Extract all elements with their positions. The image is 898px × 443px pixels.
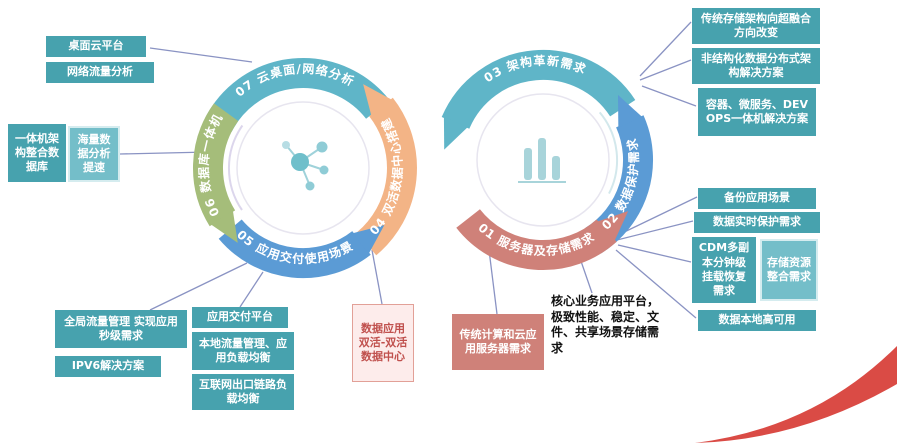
connector-line [239,271,264,308]
connector-line [615,196,698,237]
label-global-traffic: 全局流量管理 实现应用秒级需求 [55,310,187,348]
label-allinone-arch: 一体机架构整合数据库 [8,124,66,182]
connector-lines [119,21,698,319]
left-hub-circle [228,101,370,235]
arc-07 [205,58,390,151]
connector-line [615,249,697,319]
label-dual-active-dc: 数据应用双活-双活数据中心 [352,304,414,382]
bar-chart-icon [518,138,566,183]
label-ipv6: IPV6解决方案 [55,356,161,377]
label-storage-consolidation: 存储资源整合需求 [760,239,818,301]
connector-line [639,21,692,77]
connector-line [639,59,692,81]
label-traditional-compute: 传统计算和云应用服务器需求 [452,314,544,370]
connector-line [617,244,692,263]
label-internet-outlet: 互联网出口链路负载均衡 [192,374,294,410]
red-swoosh-decoration [695,346,897,443]
label-desktop-cloud: 桌面云平台 [46,36,146,57]
arc-01 [456,208,629,271]
hub-accent-arc [598,111,619,195]
arc-03 [441,49,636,150]
connector-line [149,262,248,311]
label-massive-data: 海量数据分析提速 [68,126,120,182]
label-storage-hci: 传统存储架构向超融合方向改变 [692,8,820,44]
connector-line [641,85,697,107]
label-local-ha: 数据本地高可用 [698,310,816,331]
label-network-traffic: 网络流量分析 [46,62,154,83]
arc-06 [193,103,239,243]
label-core-business: 核心业务应用平台，极致性能、稳定、文件、共享场景存储需求 [551,294,660,355]
label-container-devops: 容器、微服务、DEVOPS一体机解决方案 [698,88,816,136]
network-nodes-icon [282,141,329,191]
connector-line [371,249,383,305]
label-app-delivery: 应用交付平台 [192,307,288,328]
right-hub-circle [476,93,619,227]
hub-accent-arc [228,124,244,211]
label-unstructured: 非结构化数据分布式架构解决方案 [692,48,820,84]
label-local-traffic: 本地流量管理、应用负载均衡 [192,332,294,370]
label-cdm: CDM多副本分钟级挂载恢复需求 [692,237,756,303]
label-realtime-protection: 数据实时保护需求 [694,212,820,233]
arc-05 [218,219,385,279]
label-backup-scene: 备份应用场景 [698,188,816,209]
connector-line [616,220,694,241]
connector-line [149,47,253,63]
